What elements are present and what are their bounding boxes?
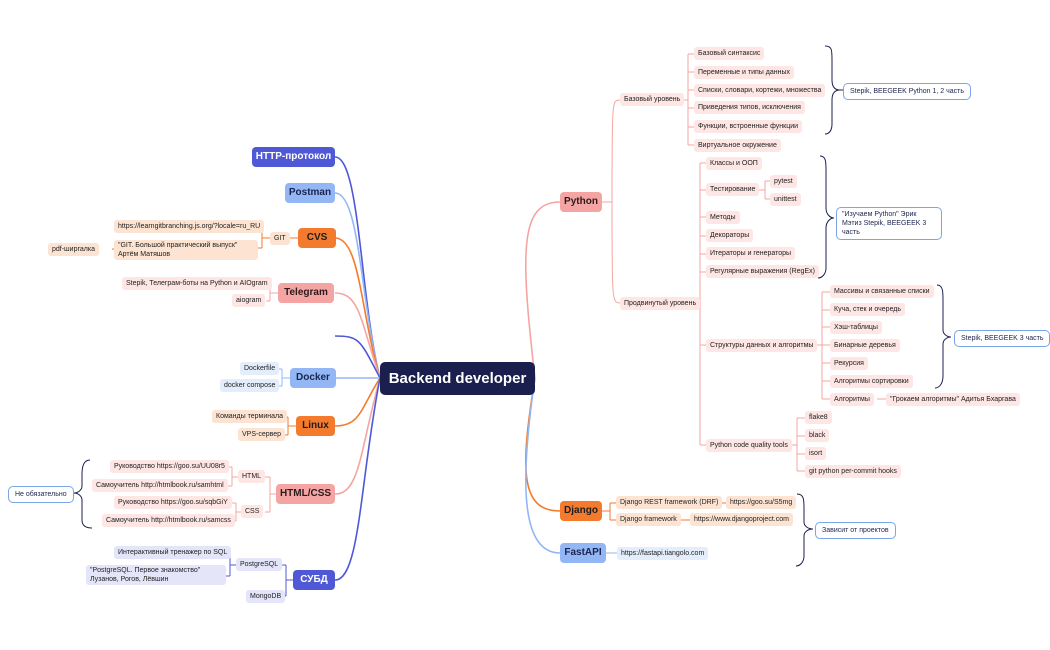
data-structures-node[interactable]: Структуры данных и алгоритмы: [706, 339, 818, 352]
basic-item[interactable]: Переменные и типы данных: [694, 66, 794, 79]
docker-compose-node[interactable]: docker compose: [220, 379, 280, 392]
dockerfile-node[interactable]: Dockerfile: [240, 362, 280, 375]
methods-node[interactable]: Методы: [706, 211, 740, 224]
unittest-node[interactable]: unittest: [770, 193, 801, 206]
html-tutorial[interactable]: Самоучитель http://htmlbook.ru/samhtml: [92, 479, 228, 492]
git-node[interactable]: GIT: [270, 232, 290, 245]
css-node[interactable]: CSS: [241, 505, 264, 518]
html-node[interactable]: HTML: [238, 470, 266, 483]
depends-note[interactable]: Зависит от проектов: [815, 522, 896, 539]
ds-item[interactable]: Бинарные деревья: [830, 339, 900, 352]
quality-tools-node[interactable]: Python code quality tools: [706, 439, 792, 452]
iterators-node[interactable]: Итераторы и генераторы: [706, 247, 796, 260]
postgres-book[interactable]: "PostgreSQL. Первое знакомство" Лузанов,…: [86, 565, 226, 585]
ds-item[interactable]: Куча, стек и очередь: [830, 303, 906, 316]
central-topic[interactable]: Backend developer: [380, 362, 535, 395]
django-link[interactable]: https://www.djangoproject.com: [690, 513, 793, 526]
branch-postman[interactable]: Postman: [285, 183, 335, 203]
branch-python[interactable]: Python: [560, 192, 602, 212]
oop-node[interactable]: Классы и ООП: [706, 157, 762, 170]
telegram-course[interactable]: Stepik, Телеграм-боты на Python и AIOgra…: [122, 277, 272, 290]
branch-docker[interactable]: Docker: [290, 368, 336, 388]
pdf-note[interactable]: pdf-ширгалка: [48, 243, 99, 256]
branch-linux[interactable]: Linux: [296, 416, 335, 436]
aiogram-node[interactable]: aiogram: [232, 294, 266, 307]
basic-item[interactable]: Виртуальное окружение: [694, 139, 781, 152]
ds-item[interactable]: Алгоритмы сортировки: [830, 375, 913, 388]
advanced-source[interactable]: "Изучаем Python" Эрик Мэтиз Stepik, BEEG…: [836, 207, 942, 240]
quality-item[interactable]: flake8: [805, 411, 832, 424]
drf-node[interactable]: Django REST framework (DRF): [616, 496, 723, 509]
branch-http[interactable]: HTTP-протокол: [252, 147, 335, 167]
vps-node[interactable]: VPS-сервер: [238, 428, 286, 441]
quality-item[interactable]: git python per-commit hooks: [805, 465, 901, 478]
drf-link[interactable]: https://goo.su/S5mg: [726, 496, 797, 509]
ds-item[interactable]: Алгоритмы: [830, 393, 874, 406]
ds-item[interactable]: Рекурсия: [830, 357, 868, 370]
basic-item[interactable]: Списки, словари, кортежи, множества: [694, 84, 826, 97]
basic-item[interactable]: Приведения типов, исключения: [694, 101, 805, 114]
fastapi-link[interactable]: https://fastapi.tiangolo.com: [617, 547, 709, 560]
terminal-commands-node[interactable]: Команды терминала: [212, 410, 287, 423]
ds-item[interactable]: Хэш-таблицы: [830, 321, 882, 334]
algorithms-book[interactable]: "Грокаем алгоритмы" Адитья Бхаргава: [886, 393, 1020, 406]
basic-item[interactable]: Базовый синтаксис: [694, 47, 765, 60]
python-advanced-level[interactable]: Продвинутый уровень: [620, 297, 701, 310]
mongodb-node[interactable]: MongoDB: [246, 590, 286, 603]
git-book[interactable]: "GIT. Большой практический выпуск" Артём…: [114, 240, 258, 260]
quality-item[interactable]: isort: [805, 447, 827, 460]
pytest-node[interactable]: pytest: [770, 175, 797, 188]
sql-trainer[interactable]: Интерактивный тренажер по SQL: [114, 546, 232, 559]
html-guide[interactable]: Руководство https://goo.su/UU08r5: [110, 460, 229, 473]
basic-source[interactable]: Stepik, BEEGEEK Python 1, 2 часть: [843, 83, 971, 100]
branch-cvs[interactable]: CVS: [298, 228, 336, 248]
git-course-link[interactable]: https://learngitbranching.js.org/?locale…: [114, 220, 265, 233]
branch-dbms[interactable]: СУБД: [293, 570, 335, 590]
optional-note[interactable]: Не обязательно: [8, 486, 74, 503]
css-tutorial[interactable]: Самоучитель http://htmlbook.ru/samcss: [102, 514, 235, 527]
ds-source[interactable]: Stepik, BEEGEEK 3 часть: [954, 330, 1050, 347]
postgresql-node[interactable]: PostgreSQL: [236, 558, 283, 571]
django-framework-node[interactable]: Django framework: [616, 513, 681, 526]
quality-item[interactable]: black: [805, 429, 830, 442]
branch-django[interactable]: Django: [560, 501, 602, 521]
basic-item[interactable]: Функции, встроенные функции: [694, 120, 803, 133]
branch-telegram[interactable]: Telegram: [278, 283, 334, 303]
regex-node[interactable]: Регулярные выражения (RegEx): [706, 265, 819, 278]
branch-html-css[interactable]: HTML/CSS: [276, 484, 335, 504]
ds-item[interactable]: Массивы и связанные списки: [830, 285, 934, 298]
branch-fastapi[interactable]: FastAPI: [560, 543, 606, 563]
testing-node[interactable]: Тестирование: [706, 183, 760, 196]
css-guide[interactable]: Руководство https://goo.su/sqbGiY: [114, 496, 232, 509]
decorators-node[interactable]: Декораторы: [706, 229, 754, 242]
python-basic-level[interactable]: Базовый уровень: [620, 93, 685, 106]
